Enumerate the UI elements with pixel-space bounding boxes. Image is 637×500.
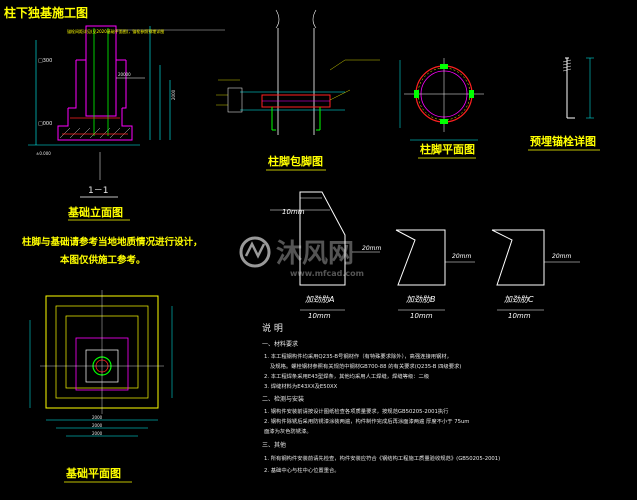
elev-label-2: □000 xyxy=(38,121,52,127)
rib-b: 20mm 加劲肋B 10mm xyxy=(395,229,475,320)
drawing-title: 柱下独基施工图 xyxy=(4,5,88,20)
notes-line-2: 及规格。螺栓钢材参照有关规范中钢材GB700-88 的有关要求(Q235-B 四… xyxy=(270,362,461,370)
rib-a-label: 加劲肋A xyxy=(305,295,334,304)
foundation-elevation: 20000 □300 □000 ±0.000 2000 锚栓间距详见(见2020… xyxy=(28,25,225,221)
bolt-detail: 预埋锚栓详图 xyxy=(528,57,600,151)
elev-dim-right: 2000 xyxy=(171,89,176,100)
column-wrap-detail: 柱脚包脚图 xyxy=(216,9,380,171)
watermark: 沐风网 www.mfcad.com xyxy=(239,236,364,278)
elev-dim-top: 20000 xyxy=(118,72,131,77)
rib-c-label: 加劲肋C xyxy=(504,295,534,304)
rib-b-label: 加劲肋B xyxy=(406,295,436,304)
rib-b-dim-bottom: 10mm xyxy=(410,312,433,320)
design-note-line2: 本图仅供施工参考。 xyxy=(60,254,146,266)
notes-line-5: 1. 钢构件安装前请按设计图纸检查各项质量要求，按规范GB50205-2001执… xyxy=(264,407,449,415)
watermark-url: www.mfcad.com xyxy=(290,269,364,278)
watermark-brand: 沐风网 xyxy=(276,239,354,269)
notes-line-1: 1. 本工程钢构件均采用Q235-B号钢材作（有特殊要求除外），高强连接用钢材， xyxy=(264,352,452,360)
column-plan-title: 柱脚平面图 xyxy=(420,142,475,156)
plan-title: 基础平面图 xyxy=(65,466,121,480)
plan-dim-1: 2000 xyxy=(92,415,103,420)
notes-section-1: 一、材料要求 xyxy=(262,340,298,348)
notes-section-2: 二、检测与安装 xyxy=(262,395,304,403)
plan-dim-2: 2000 xyxy=(92,423,103,428)
notes-line-7: 面漆为灰色防锈漆。 xyxy=(264,427,312,435)
column-plan: 柱脚平面图 xyxy=(399,58,484,159)
leader-note: 锚栓间距详见(见2020基础平面图)，锚栓参照预埋详图 xyxy=(67,28,164,34)
rib-c-dim-bottom: 10mm xyxy=(508,312,531,320)
notes-line-6: 2. 钢构件除锈后采用防锈漆涂装两遍，构件制作完成后再涂面漆两遍 厚度不小于 7… xyxy=(264,417,469,425)
notes-line-4: 3. 焊缝材料为E43XX及E50XX xyxy=(264,382,338,390)
bolt-detail-title: 预埋锚栓详图 xyxy=(530,134,596,148)
foundation-plan: 2000 2000 2000 基础平面图 xyxy=(29,290,173,483)
notes-line-3: 2. 本工程焊条采用E43型焊条，其他均采用人工焊缝，焊缝等级：二级 xyxy=(264,372,430,380)
notes-line-8: 1. 所有钢构件安装前请先检查，构件安装应符合《钢结构工程施工质量验收规范》(G… xyxy=(264,454,500,462)
rib-b-dim-side: 20mm xyxy=(452,253,471,260)
notes: 说 明 一、材料要求 1. 本工程钢构件均采用Q235-B号钢材作（有特殊要求除… xyxy=(262,322,500,474)
watermark-logo-icon xyxy=(239,236,271,268)
section-mark: 1－1 xyxy=(88,186,108,196)
rib-a-dim-top: 10mm xyxy=(282,208,305,216)
notes-section-3: 三、其他 xyxy=(262,441,286,449)
rib-c-dim-side: 20mm xyxy=(552,253,571,260)
elev-label-1: □300 xyxy=(38,58,52,64)
rib-a-dim-bottom: 10mm xyxy=(308,312,331,320)
notes-heading: 说 明 xyxy=(262,322,283,334)
rib-c: 20mm 加劲肋C 10mm xyxy=(491,229,580,320)
rib-a-dim-side: 20mm xyxy=(362,245,381,252)
elev-label-3: ±0.000 xyxy=(36,151,51,156)
elevation-title: 基础立面图 xyxy=(67,205,123,219)
column-wrap-title: 柱脚包脚图 xyxy=(268,154,323,168)
notes-line-9: 2. 基础中心与柱中心位置重合。 xyxy=(264,466,340,474)
rib-a: 10mm 20mm 加劲肋A 10mm xyxy=(270,191,381,320)
design-note-line1: 柱脚与基础请参考当地地质情况进行设计， xyxy=(22,236,203,248)
plan-dim-3: 2000 xyxy=(92,431,103,436)
